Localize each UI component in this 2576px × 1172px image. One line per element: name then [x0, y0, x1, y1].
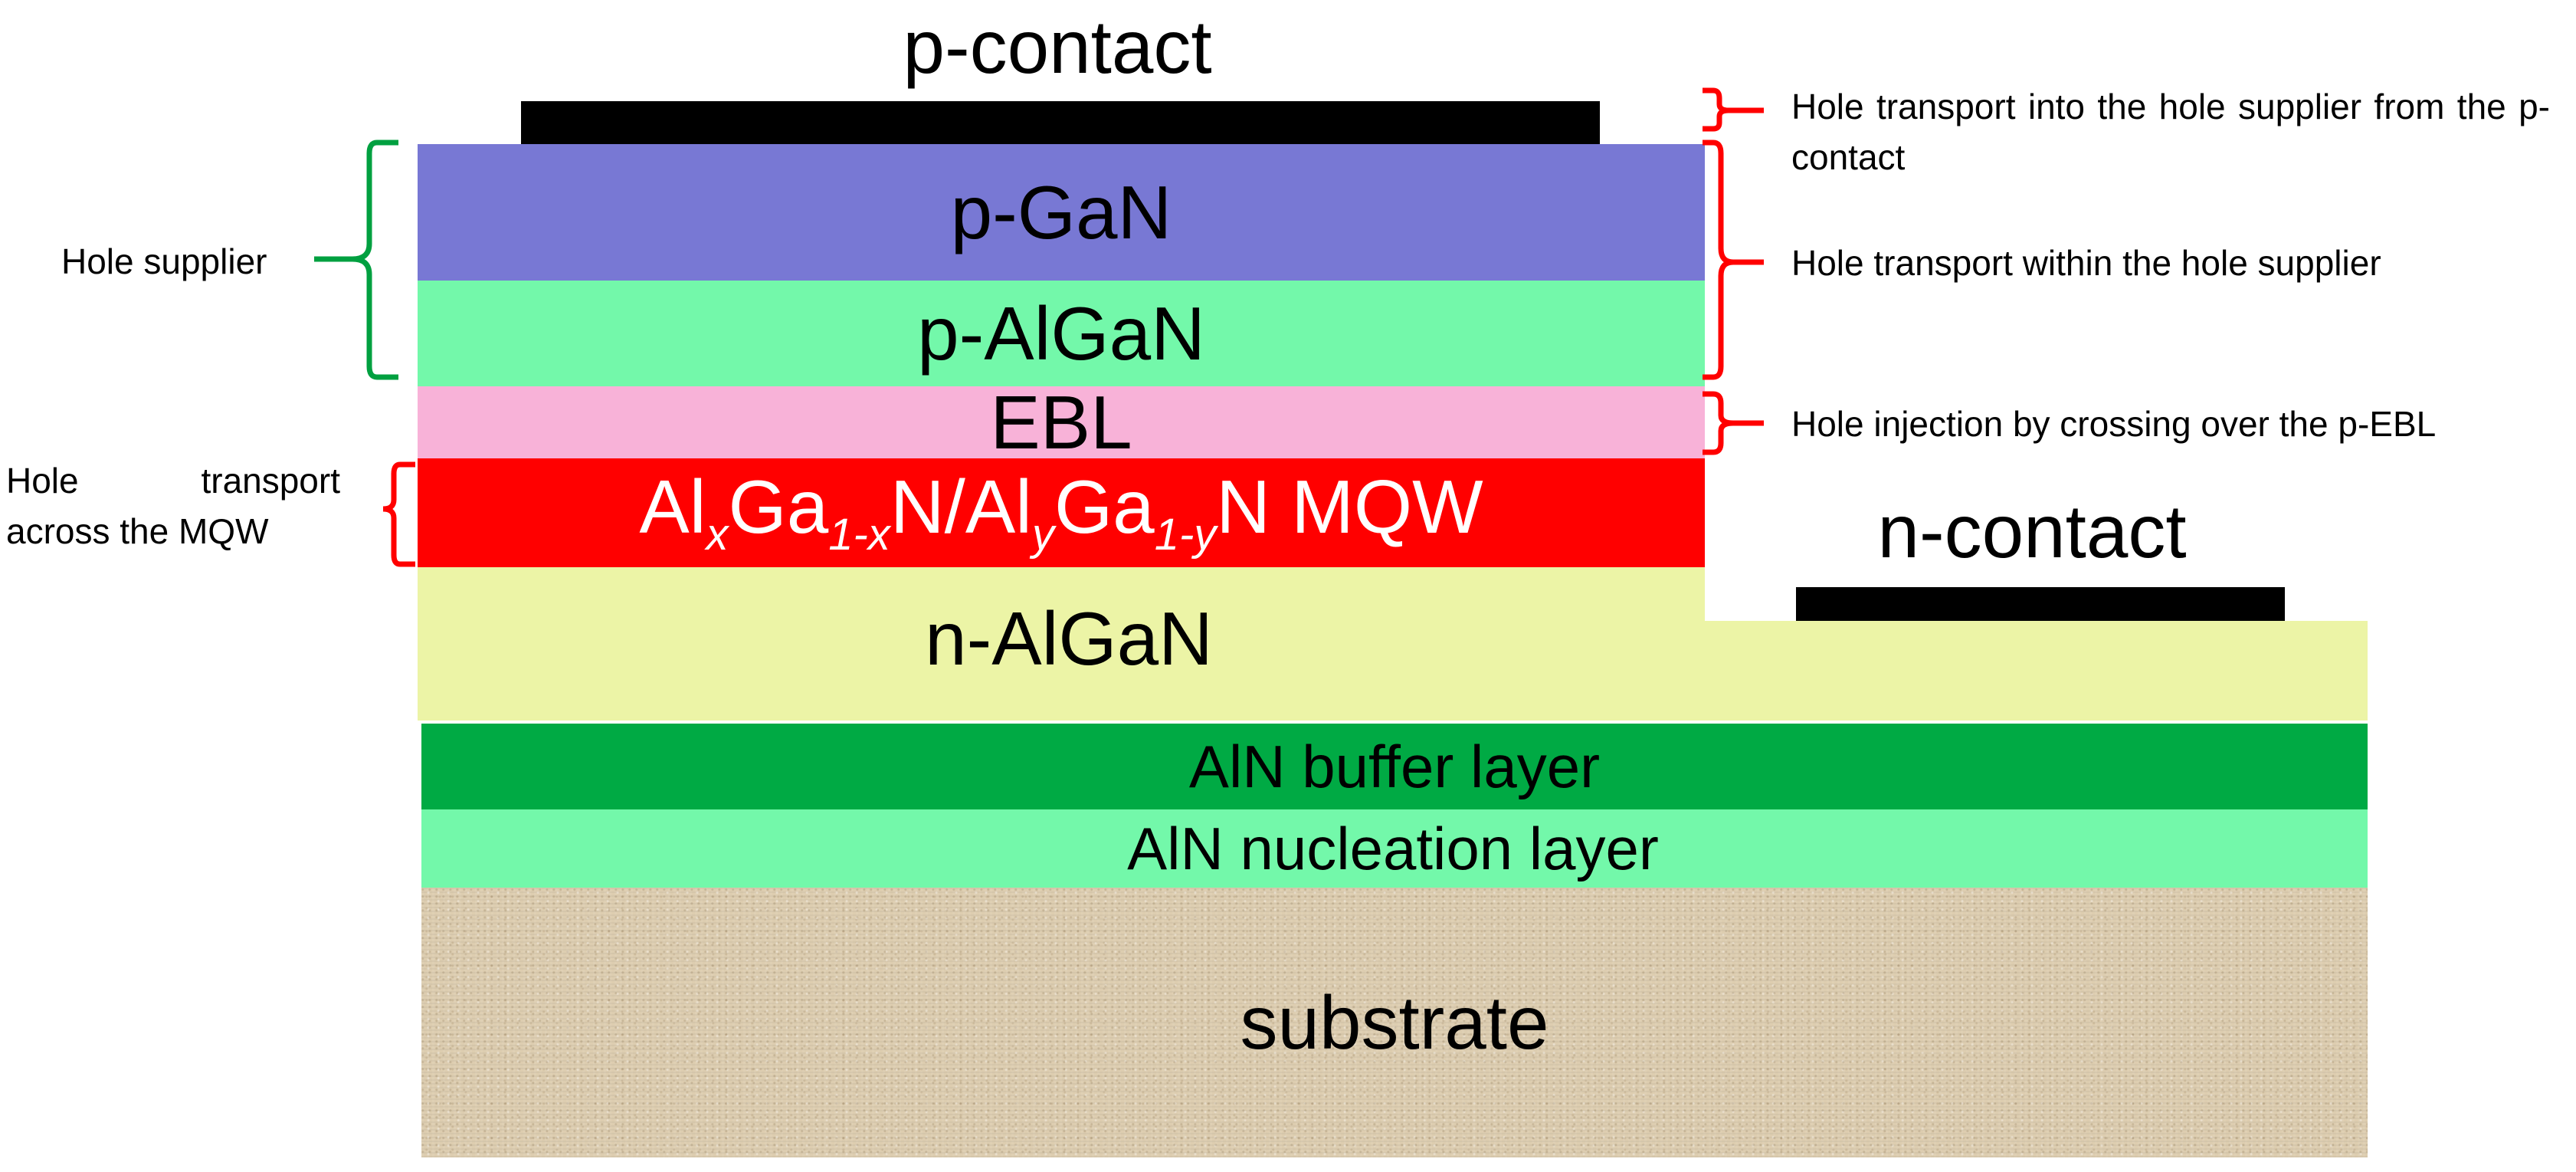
hole-transport-into-note: Hole transport into the hole supplier fr… [1791, 87, 2550, 177]
hole-supplier-right-brace [1703, 140, 1764, 380]
p-contact-label: p-contact [903, 5, 1212, 89]
n-algan-layer [418, 567, 1705, 721]
hole-injection-note: Hole injection by crossing over the p-EB… [1791, 404, 2437, 444]
n-algan-layer-step [1705, 621, 2368, 721]
n-contact-bar [1796, 587, 2285, 624]
p-algan-layer: p-AlGaN [418, 281, 1705, 386]
hole-transport-within-note: Hole transport within the hole supplier [1791, 243, 2381, 283]
ebl-brace [1703, 391, 1764, 455]
aln-buffer-layer: AlN buffer layer [421, 724, 2368, 809]
ebl-layer: EBL [418, 380, 1705, 465]
p-gan-layer: p-GaN [418, 144, 1705, 281]
substrate-layer: substrate [421, 888, 2368, 1157]
aln-nucleation-layer [421, 809, 2368, 888]
n-contact-label: n-contact [1877, 489, 2187, 573]
aln-nucleation-label: AlN nucleation layer [1127, 815, 1659, 882]
ebl-label: EBL [990, 380, 1132, 465]
aln-buffer-label: AlN buffer layer [1188, 733, 1601, 800]
hole-transport-mqw-note: Hole transport across the MQW [6, 461, 340, 551]
p-algan-label: p-AlGaN [917, 291, 1205, 376]
substrate-label: substrate [1240, 980, 1549, 1065]
mqw-brace [382, 461, 415, 567]
p-contact-bar [521, 101, 1600, 144]
n-algan-label: n-AlGaN [925, 596, 1213, 681]
mqw-label: AlxGa1-xN/AlyGa1-yN MQW [639, 464, 1483, 560]
hole-supplier-note: Hole supplier [61, 241, 267, 281]
p-gan-label: p-GaN [950, 170, 1172, 254]
hole-supplier-brace [314, 140, 398, 380]
mqw-layer: AlxGa1-xN/AlyGa1-yN MQW [418, 458, 1705, 567]
p-contact-brace [1703, 87, 1764, 132]
